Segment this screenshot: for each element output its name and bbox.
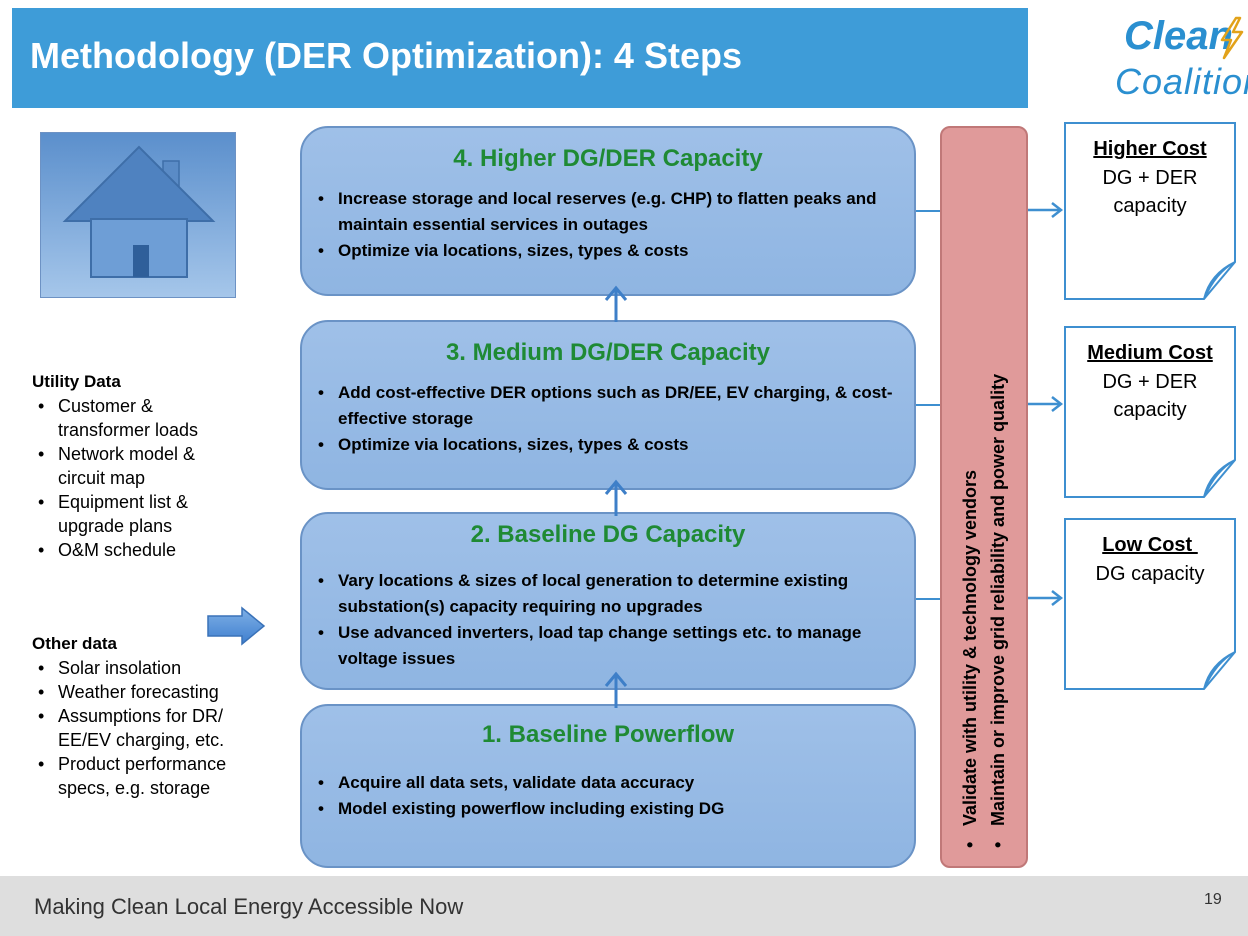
- step-1-bullet-2: Model existing powerflow including exist…: [312, 796, 904, 822]
- list-item: Weather forecasting: [32, 680, 282, 704]
- validation-bar: Validate with utility & technology vendo…: [940, 126, 1028, 868]
- step-2-box: 2. Baseline DG Capacity Vary locations &…: [300, 512, 916, 690]
- connector-line: [916, 210, 940, 212]
- page-number: 19: [1204, 891, 1222, 908]
- step-4-bullet-1: Increase storage and local reserves (e.g…: [312, 186, 904, 238]
- output-title: Higher Cost: [1093, 138, 1207, 160]
- other-data-heading: Other data: [32, 634, 118, 653]
- other-data-section: Other data Solar insolation Weather fore…: [32, 632, 282, 800]
- logo-coalition-text: Coalition: [1115, 61, 1248, 102]
- validation-item-2: Maintain or improve grid reliability and…: [984, 374, 1012, 852]
- output-title: Medium Cost: [1087, 342, 1213, 364]
- validation-item-1: Validate with utility & technology vendo…: [956, 374, 984, 852]
- list-item: Solar insolation: [32, 656, 282, 680]
- list-item: O&M schedule: [32, 538, 272, 562]
- step-1-title: 1. Baseline Powerflow: [481, 721, 735, 748]
- list-item: Customer &: [32, 394, 272, 418]
- document-icon: [1064, 326, 1236, 498]
- output-line-1: DG + DER: [1102, 167, 1198, 189]
- output-arrow-icon: [1028, 590, 1064, 606]
- output-arrow-icon: [1028, 202, 1064, 218]
- step-4-title: 4. Higher DG/DER Capacity: [453, 145, 763, 172]
- list-item-continuation: specs, e.g. storage: [58, 778, 211, 798]
- step-2-title: 2. Baseline DG Capacity: [470, 521, 746, 548]
- other-data-list: Solar insolation Weather forecasting Ass…: [32, 656, 282, 800]
- slide-title: Methodology (DER Optimization): 4 Steps: [30, 35, 742, 76]
- footer-tagline: Making Clean Local Energy Accessible Now: [34, 894, 464, 919]
- house-icon: [40, 132, 236, 298]
- step-2-bullet-2: Use advanced inverters, load tap change …: [312, 620, 904, 672]
- step-1-box: 1. Baseline Powerflow Acquire all data s…: [300, 704, 916, 868]
- title-bar: [12, 8, 1028, 108]
- connector-line: [916, 598, 940, 600]
- footer-bar: [0, 876, 1248, 936]
- list-item: Product performance: [32, 752, 282, 776]
- list-item-continuation: EE/EV charging, etc.: [58, 730, 225, 750]
- output-arrow-icon: [1028, 396, 1064, 412]
- step-3-bullet-2: Optimize via locations, sizes, types & c…: [312, 432, 904, 458]
- step-3-title: 3. Medium DG/DER Capacity: [445, 339, 771, 366]
- step-3-box: 3. Medium DG/DER Capacity Add cost-effec…: [300, 320, 916, 490]
- up-arrow-icon: [604, 671, 628, 708]
- list-item: Equipment list &: [32, 490, 272, 514]
- step-3-bullet-1: Add cost-effective DER options such as D…: [312, 380, 904, 432]
- step-4-bullet-2: Optimize via locations, sizes, types & c…: [312, 238, 904, 264]
- document-icon: [1064, 518, 1236, 690]
- list-item: Assumptions for DR/: [32, 704, 282, 728]
- document-icon: [1064, 122, 1236, 300]
- lightning-bolt-icon: [1216, 16, 1246, 60]
- up-arrow-icon: [604, 285, 628, 322]
- output-line-2: capacity: [1113, 195, 1187, 217]
- output-title: Low Cost: [1102, 534, 1198, 556]
- output-doc-low-cost: Low Cost DG capacity: [1064, 518, 1236, 690]
- output-line-1: DG capacity: [1095, 563, 1205, 585]
- logo-clean-text: Clean: [1124, 14, 1233, 58]
- list-item-continuation: transformer loads: [58, 420, 199, 440]
- connector-line: [916, 404, 940, 406]
- output-line-2: capacity: [1113, 399, 1187, 421]
- list-item-continuation: circuit map: [58, 468, 146, 488]
- utility-data-section: Utility Data Customer & transformer load…: [32, 370, 272, 562]
- output-line-1: DG + DER: [1102, 371, 1198, 393]
- utility-data-heading: Utility Data: [32, 372, 121, 391]
- step-2-bullet-1: Vary locations & sizes of local generati…: [312, 568, 904, 620]
- input-arrow-icon: [206, 606, 266, 646]
- step-1-bullet-1: Acquire all data sets, validate data acc…: [312, 770, 904, 796]
- list-item-continuation: upgrade plans: [58, 516, 173, 536]
- output-doc-higher-cost: Higher Cost DG + DER capacity: [1064, 122, 1236, 300]
- step-4-box: 4. Higher DG/DER Capacity Increase stora…: [300, 126, 916, 296]
- utility-data-list: Customer & transformer loads Network mod…: [32, 394, 272, 562]
- output-doc-medium-cost: Medium Cost DG + DER capacity: [1064, 326, 1236, 498]
- list-item: Network model &: [32, 442, 272, 466]
- up-arrow-icon: [604, 479, 628, 516]
